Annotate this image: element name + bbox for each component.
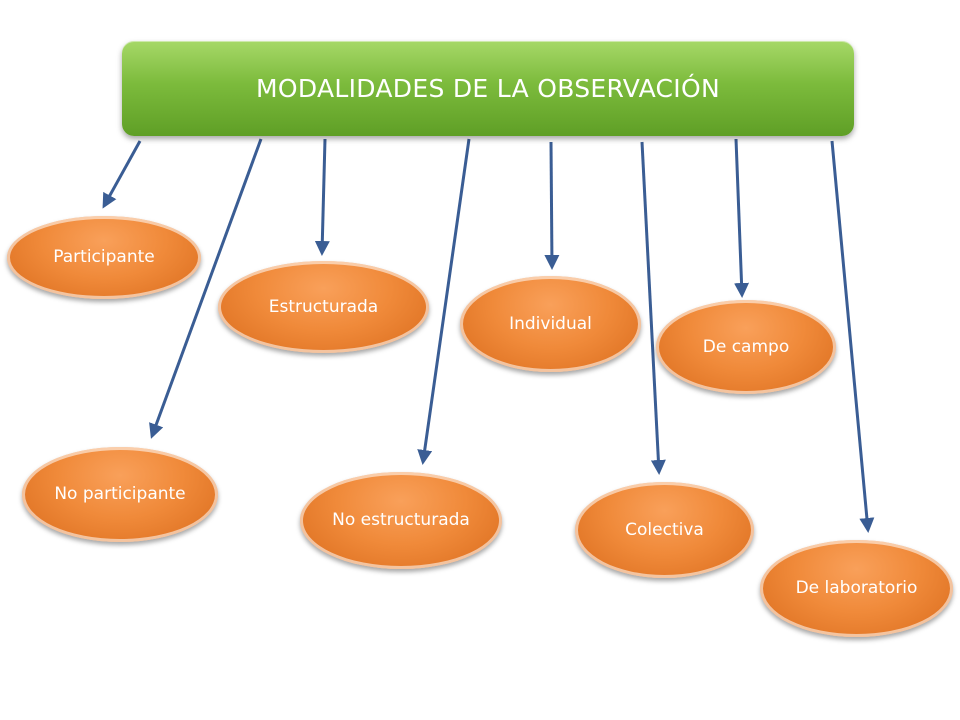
node-no-participante: No participante xyxy=(22,447,218,542)
arrow-to-de-laboratorio xyxy=(830,140,875,533)
node-no-estructurada: No estructurada xyxy=(300,472,502,569)
diagram-title: MODALIDADES DE LA OBSERVACIÓN xyxy=(256,74,720,103)
title-box: MODALIDADES DE LA OBSERVACIÓN xyxy=(122,41,854,136)
node-label: De campo xyxy=(702,336,790,357)
arrow-to-participante xyxy=(102,140,142,209)
arrow-to-no-estructurada xyxy=(417,138,471,465)
node-colectiva: Colectiva xyxy=(575,482,754,578)
arrow-to-estructurada xyxy=(314,138,330,256)
node-label: No estructurada xyxy=(332,510,470,530)
node-label: De laboratorio xyxy=(795,578,918,598)
node-label: Participante xyxy=(53,247,155,267)
node-de-laboratorio: De laboratorio xyxy=(760,540,953,637)
arrow-to-de-campo xyxy=(734,138,750,298)
arrow-to-no-participante xyxy=(149,138,263,439)
node-label: Colectiva xyxy=(625,519,704,540)
node-label: Estructurada xyxy=(268,296,379,317)
node-participante: Participante xyxy=(7,216,201,299)
arrow-group xyxy=(102,138,875,533)
node-estructurada: Estructurada xyxy=(218,261,429,353)
node-label: No participante xyxy=(54,484,186,504)
arrow-to-colectiva xyxy=(640,141,666,475)
arrow-to-individual xyxy=(544,141,560,270)
node-label: Individual xyxy=(509,313,592,334)
node-de-campo: De campo xyxy=(656,300,836,394)
node-individual: Individual xyxy=(460,276,641,372)
